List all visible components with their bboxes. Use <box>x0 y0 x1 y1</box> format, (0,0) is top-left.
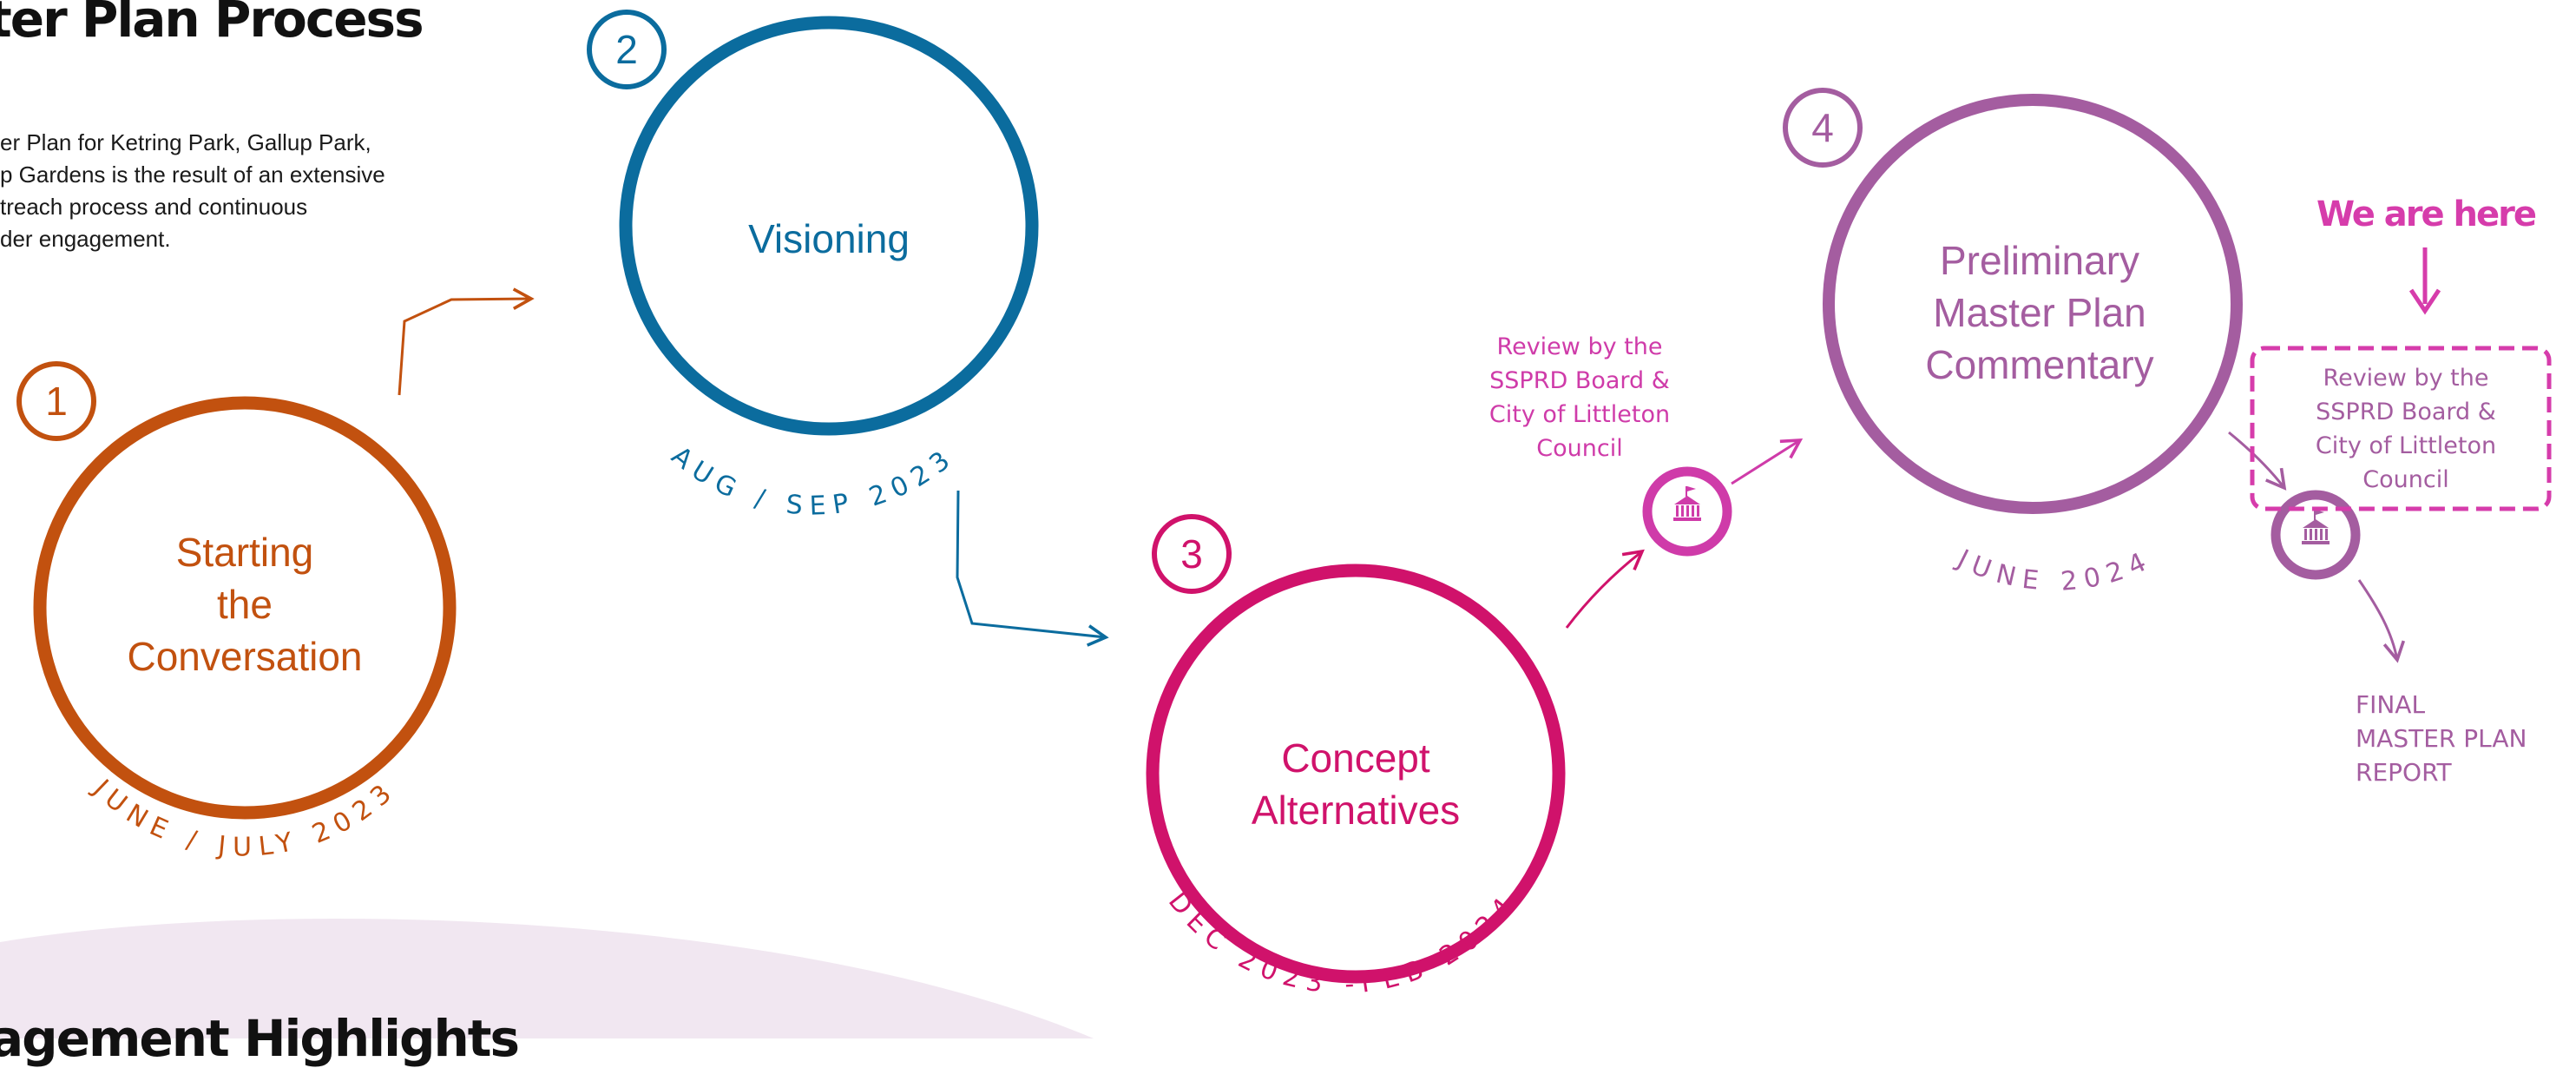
step-2: 2 AUG / SEP 2023 <box>587 10 1039 522</box>
step-2-ring <box>619 16 1039 436</box>
down-arrow-icon <box>2408 247 2441 315</box>
step-label-line: Alternatives <box>1251 788 1461 833</box>
final-report-line: MASTER PLAN <box>2356 724 2527 753</box>
step-label-line: Preliminary <box>1939 238 2140 283</box>
step-3-ring <box>1146 564 1566 984</box>
step-1-badge <box>16 361 96 441</box>
intro-line: p Gardens is the result of an extensive <box>0 162 385 188</box>
review-2-text: Review by the SSPRD Board & City of Litt… <box>2302 361 2510 497</box>
step-4-badge <box>1783 88 1863 168</box>
step-label-line: the <box>217 582 273 627</box>
intro-line: treach process and continuous <box>0 194 308 220</box>
step-4-number: 4 <box>1811 105 1834 150</box>
review-line: Council <box>2362 466 2449 493</box>
step-2-date: AUG / SEP 2023 <box>666 441 962 522</box>
review-1-icon <box>1642 466 1732 557</box>
arrow-4-to-review <box>2228 431 2287 491</box>
step-1-number: 1 <box>45 379 68 424</box>
process-diagram: 1 JUNE / JULY 2023 2 AUG / SEP 2023 3 DE… <box>0 10 2552 1038</box>
step-4-ring <box>1823 94 2243 514</box>
intro-line: er Plan for Ketring Park, Gallup Park, <box>0 129 371 155</box>
page-title: ter Plan Process <box>0 0 424 49</box>
review-2-icon <box>2270 490 2361 580</box>
review-1-text: Review by the SSPRD Board & City of Litt… <box>1475 330 1684 465</box>
step-label-line: Concept <box>1281 735 1430 781</box>
background-blob <box>0 918 1094 1038</box>
arrow-1-to-2 <box>398 287 535 396</box>
intro-paragraph: er Plan for Ketring Park, Gallup Park, p… <box>0 127 486 255</box>
final-report-label: FINAL MASTER PLAN REPORT <box>2356 688 2527 789</box>
step-label-line: Visioning <box>748 216 910 261</box>
intro-line: der engagement. <box>0 226 171 252</box>
arrow-3-to-review <box>1565 549 1645 629</box>
final-report-line: FINAL <box>2356 690 2426 719</box>
step-3-badge <box>1152 514 1232 594</box>
step-label-line: Master Plan <box>1933 290 2146 335</box>
government-building-icon <box>1673 486 1701 521</box>
step-1-label: Starting the Conversation <box>71 526 418 682</box>
arrow-2-to-3 <box>956 490 1109 647</box>
step-label-line: Conversation <box>127 634 363 679</box>
step-2-badge <box>587 10 667 89</box>
section-2-title: agement Highlights <box>0 1009 520 1068</box>
review-line: Council <box>1536 435 1623 462</box>
arrow-review-to-4 <box>1731 438 1804 485</box>
step-4-date: JUNE 2024 <box>1951 544 2158 597</box>
step-3-number: 3 <box>1180 531 1203 577</box>
current-stage-dashed-box <box>2250 346 2552 511</box>
arrow-review-to-final <box>2357 579 2406 663</box>
step-2-number: 2 <box>615 27 638 72</box>
review-line: Review by the <box>2323 365 2489 392</box>
step-4-label: Preliminary Master Plan Commentary <box>1866 234 2213 391</box>
review-line: Review by the <box>1496 333 1663 360</box>
step-1-ring <box>33 396 457 820</box>
final-report-line: REPORT <box>2356 758 2452 787</box>
review-line: SSPRD Board & <box>1489 367 1670 394</box>
review-line: SSPRD Board & <box>2316 399 2496 425</box>
review-line: City of Littleton <box>2315 432 2497 459</box>
step-label-line: Commentary <box>1925 342 2154 387</box>
step-2-label: Visioning <box>655 213 1002 265</box>
step-3-label: Concept Alternatives <box>1182 732 1529 836</box>
step-label-line: Starting <box>175 530 314 575</box>
we-are-here-label: We are here <box>2316 194 2537 234</box>
review-line: City of Littleton <box>1488 401 1671 428</box>
step-3-date: DEC 2023 -FEB 2024 <box>1162 887 1524 1000</box>
